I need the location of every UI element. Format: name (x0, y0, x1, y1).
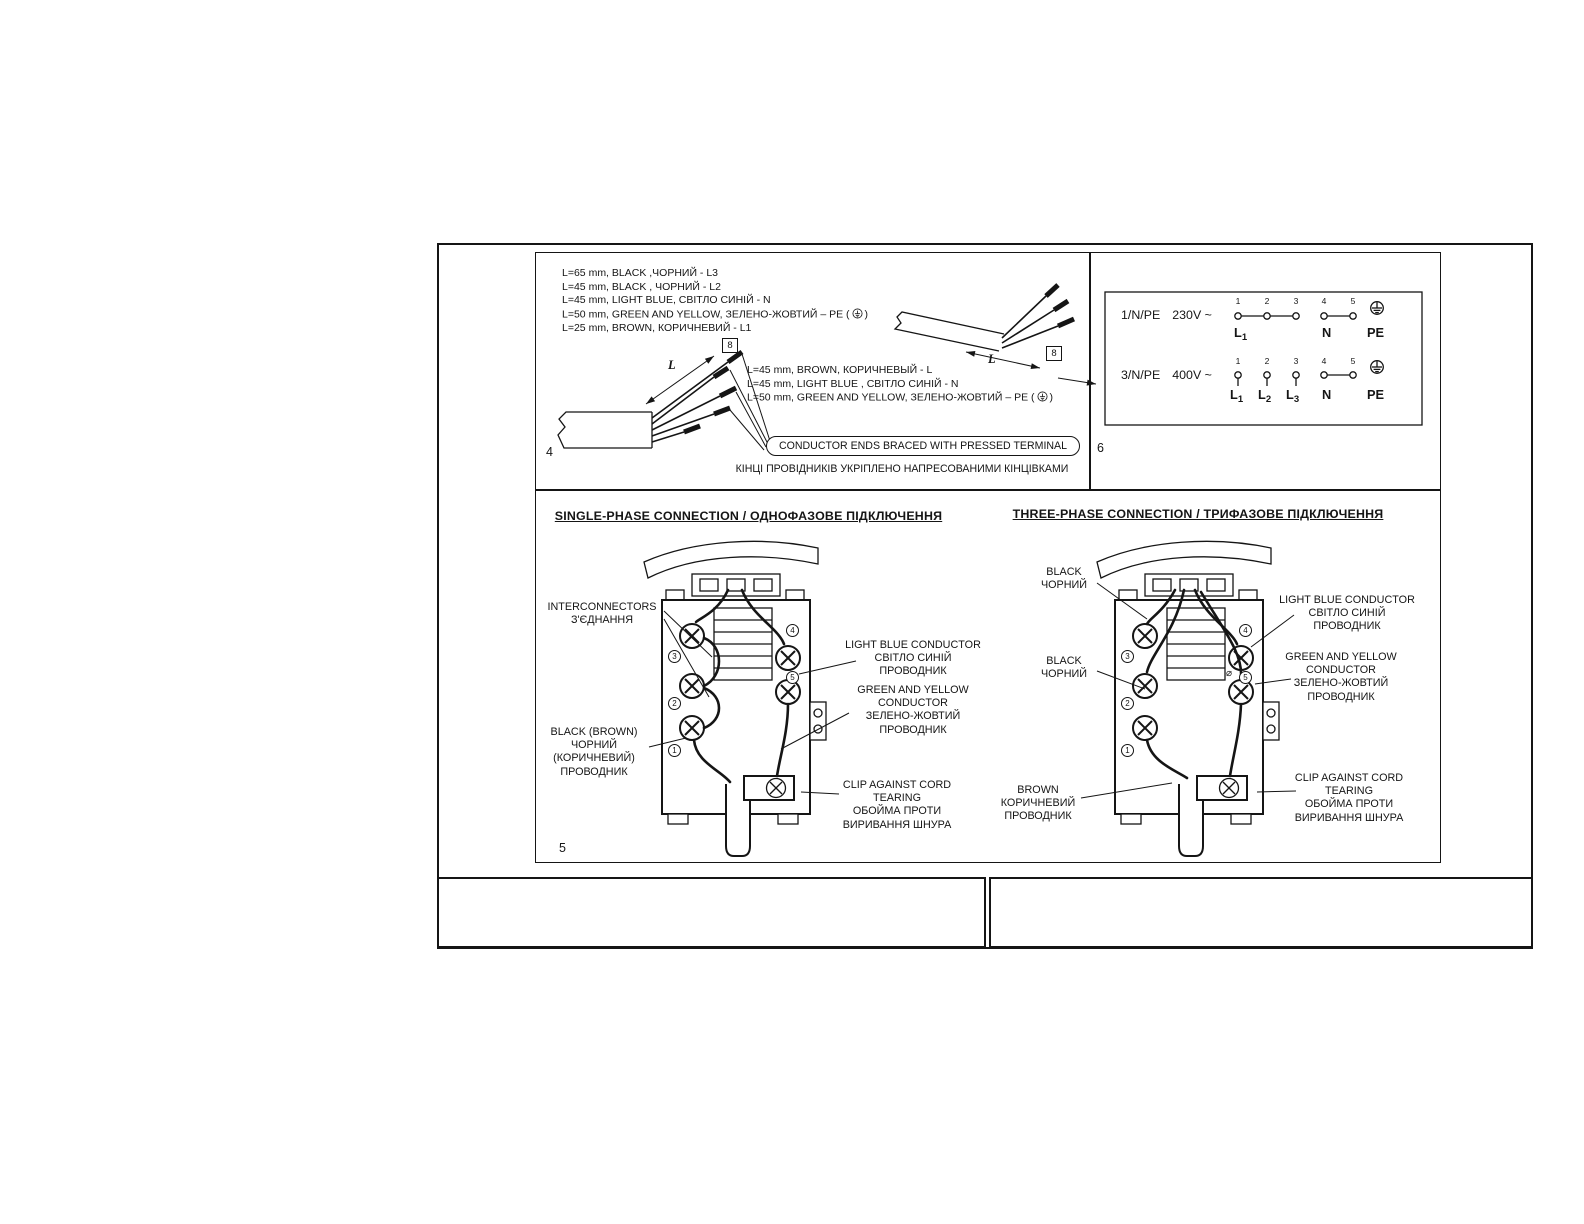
cord-clip-label: CLIP AGAINST CORD TEARING ОБОЙМА ПРОТИ В… (842, 779, 952, 831)
pe-label: PE (1367, 387, 1385, 402)
terminal-number: 4 (1321, 296, 1327, 306)
earth-ground-icon (1370, 301, 1384, 315)
terminal-circle-4: 4 (1239, 624, 1252, 637)
figure4-panel (535, 252, 1091, 491)
terminal-number: 1 (1235, 356, 1241, 366)
three-phase-art (1080, 541, 1297, 856)
terminal-circle-1: 1 (668, 744, 681, 757)
figure6-panel (1089, 252, 1441, 491)
figure4-art (557, 283, 1097, 451)
interconnectors-label: INTERCONNECTORS З'ЄДНАННЯ (547, 601, 657, 627)
neutral-label: N (1322, 325, 1332, 340)
terminal-number: 3 (1293, 296, 1299, 306)
light-blue-conductor-label: LIGHT BLUE CONDUCTOR СВІТЛО СИНІЙ ПРОВОД… (1279, 594, 1415, 633)
terminal-circle-3: 3 (668, 650, 681, 663)
terminal-number: 3 (1293, 356, 1299, 366)
neutral-label: N (1322, 387, 1332, 402)
spec-line: L=45 mm, LIGHT BLUE , СВІТЛО СИНІЙ - N (747, 377, 959, 390)
figure6-art (1104, 291, 1423, 426)
figure4-number: 4 (546, 445, 553, 459)
phase-label-L1: L1 (1230, 387, 1244, 405)
diameter-mark: ⌀ (1226, 668, 1233, 679)
figure6-number: 6 (1097, 441, 1104, 455)
earth-ground-icon (1370, 360, 1384, 374)
terminal-circle-1: 1 (1121, 744, 1134, 757)
spec-line: L=25 mm, BROWN, КОРИЧНЕВИЙ - L1 (562, 321, 752, 334)
pe-label: PE (1367, 325, 1385, 340)
cable-spec-list-5wire: L=65 mm, BLACK ,ЧОРНИЙ - L3 L=45 mm, BLA… (562, 267, 868, 335)
terminal-circle-2: 2 (1121, 697, 1134, 710)
spec-line: L=45 mm, BROWN, КОРИЧНЕВЫЙ - L (747, 364, 933, 376)
black-brown-conductor-label: BLACK (BROWN) ЧОРНИЙ (КОРИЧНЕВИЙ) ПРОВОД… (550, 726, 638, 778)
figure5-panel (535, 489, 1441, 863)
dimension-label-L: L (668, 358, 676, 372)
dimension-label-L: L (988, 352, 996, 366)
terminal-circle-5: 5 (1239, 671, 1252, 684)
terminal-number: 1 (1235, 296, 1241, 306)
earth-ground-icon (1037, 391, 1048, 402)
black-conductor-label-top: BLACK ЧОРНИЙ (1040, 566, 1088, 592)
single-phase-art (644, 541, 857, 856)
green-yellow-conductor-label: GREEN AND YELLOW CONDUCTOR ЗЕЛЕНО-ЖОВТИЙ… (857, 684, 969, 736)
footer-cell-left (437, 877, 986, 948)
three-phase-title: THREE-PHASE CONNECTION / ТРИФАЗОВЕ ПІДКЛ… (1012, 507, 1384, 521)
light-blue-conductor-label: LIGHT BLUE CONDUCTOR СВІТЛО СИНІЙ ПРОВОД… (845, 639, 981, 678)
dimension-box-8: 8 (722, 338, 738, 353)
terminal-number: 2 (1264, 296, 1270, 306)
black-conductor-label-mid: BLACK ЧОРНИЙ (1040, 655, 1088, 681)
terminal-number: 5 (1350, 356, 1356, 366)
footer-cell-right (989, 877, 1533, 948)
dimension-box-8: 8 (1046, 346, 1062, 361)
terminal-circle-2: 2 (668, 697, 681, 710)
cable-spec-list-3wire: L=45 mm, BROWN, КОРИЧНЕВЫЙ - L L=45 mm, … (747, 364, 1053, 405)
phase-label-L2: L2 (1258, 387, 1272, 405)
terminal-number: 2 (1264, 356, 1270, 366)
single-phase-title: SINGLE-PHASE CONNECTION / ОДНОФАЗОВЕ ПІД… (554, 509, 943, 523)
terminal-circle-5: 5 (786, 671, 799, 684)
spec-line: L=45 mm, BLACK , ЧОРНИЙ - L2 (562, 280, 721, 293)
spec-line: L=45 mm, LIGHT BLUE, СВІТЛО СИНІЙ - N (562, 294, 771, 306)
terminal-circle-3: 3 (1121, 650, 1134, 663)
outer-frame (437, 243, 1533, 949)
brown-conductor-label: BROWN КОРИЧНЕВИЙ ПРОВОДНИК (1000, 784, 1076, 823)
terminal-number: 4 (1321, 356, 1327, 366)
phase-label-L1: L1 (1234, 325, 1248, 343)
callout-pressed-terminal-en: CONDUCTOR ENDS BRACED WITH PRESSED TERMI… (766, 436, 1080, 456)
spec-line: L=65 mm, BLACK ,ЧОРНИЙ - L3 (562, 267, 719, 279)
terminal-number: 5 (1350, 296, 1356, 306)
spec-line: L=50 mm, GREEN AND YELLOW, ЗЕЛЕНО-ЖОВТИЙ… (747, 391, 1054, 404)
figure5-number: 5 (559, 841, 566, 855)
phase-label-L3: L3 (1286, 387, 1300, 405)
earth-ground-icon (852, 308, 863, 318)
terminal-circle-4: 4 (786, 624, 799, 637)
green-yellow-conductor-label: GREEN AND YELLOW CONDUCTOR ЗЕЛЕНО-ЖОВТИЙ… (1285, 651, 1397, 703)
cord-clip-label: CLIP AGAINST CORD TEARING ОБОЙМА ПРОТИ В… (1294, 772, 1404, 824)
spec-line: L=50 mm, GREEN AND YELLOW, ЗЕЛЕНО-ЖОВТИЙ… (562, 308, 869, 320)
callout-pressed-terminal-ua: КІНЦІ ПРОВІДНИКІВ УКРІПЛЕНО НАПРЕСОВАНИМ… (735, 463, 1069, 475)
